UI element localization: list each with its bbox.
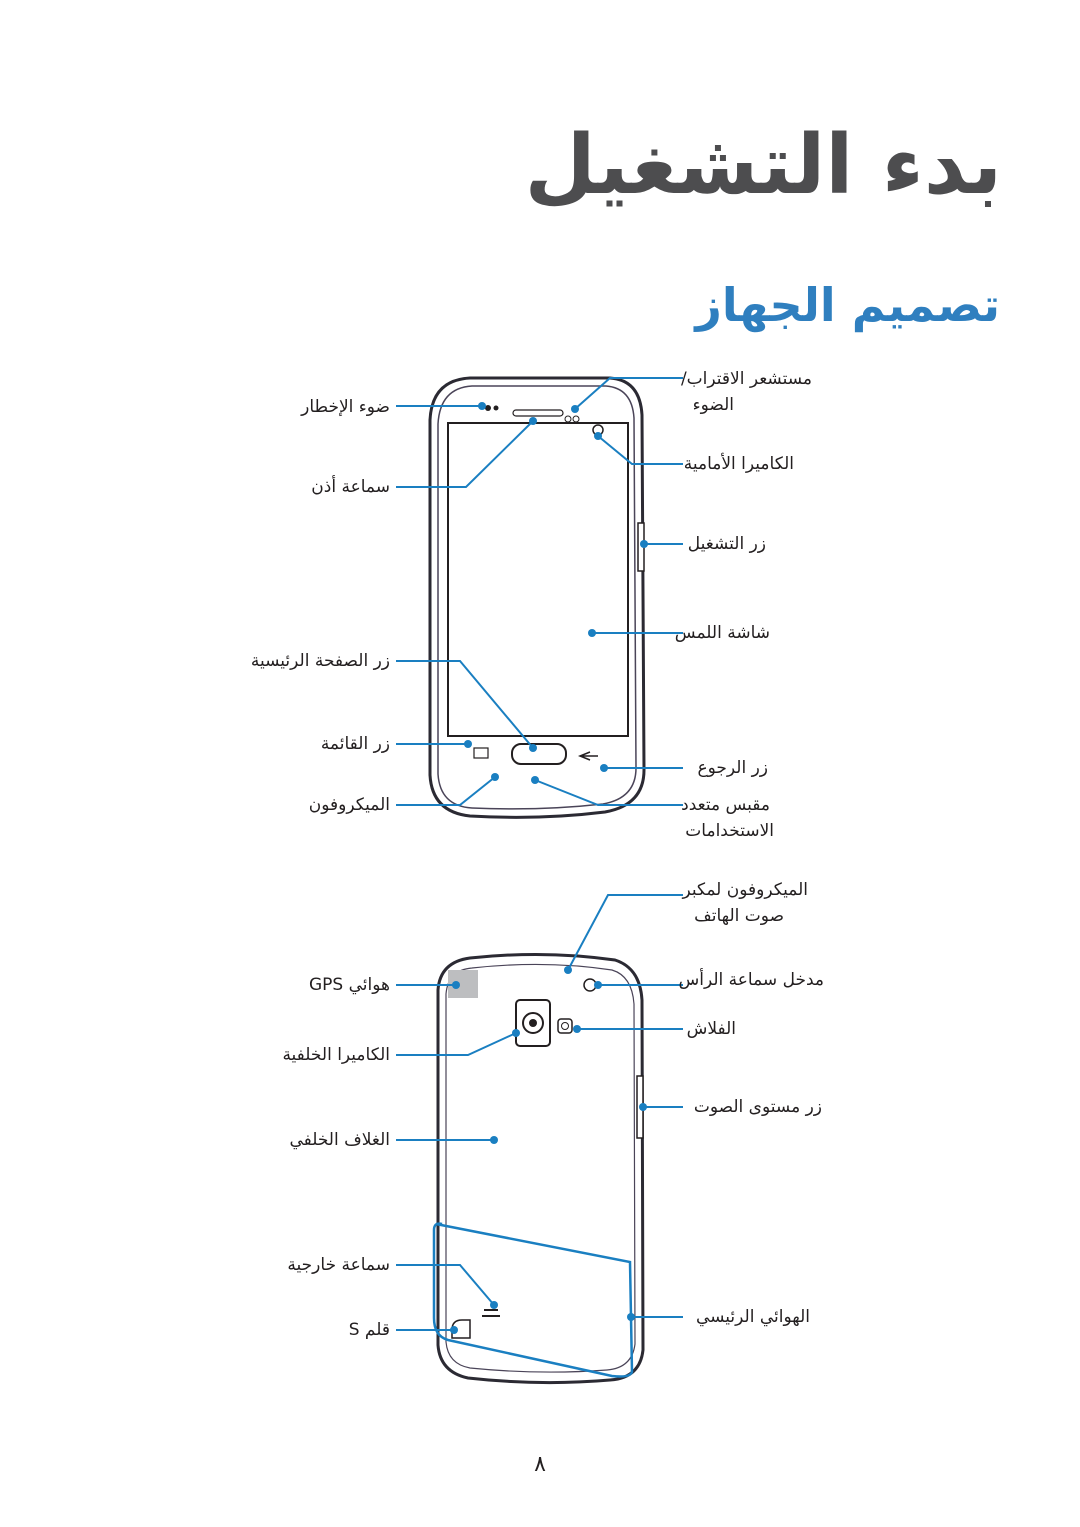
- section-title: تصميم الجهاز: [695, 278, 1000, 332]
- front-callout-dots: [464, 402, 648, 784]
- label-flash: الفلاش: [686, 1019, 736, 1039]
- front-phone-illustration: [428, 376, 646, 819]
- label-multipurpose-jack-line1: مقبس متعدد: [681, 795, 770, 815]
- label-touchscreen: شاشة اللمس: [674, 623, 770, 643]
- label-front-camera: الكاميرا الأمامية: [683, 454, 794, 474]
- front-callouts: [396, 377, 683, 806]
- label-main-antenna: الهوائي الرئيسي: [695, 1307, 810, 1327]
- label-multipurpose-jack-line2: الاستخدامات: [685, 821, 774, 841]
- label-microphone: الميكروفون: [308, 795, 390, 815]
- front-screen-frame: [447, 422, 629, 737]
- label-proximity-light-sensor-line1: مستشعر الاقتراب/: [680, 369, 812, 389]
- page-number: ٨: [534, 1452, 546, 1477]
- label-volume-key: زر مستوى الصوت: [693, 1097, 822, 1117]
- label-s-pen: قلم S: [348, 1320, 390, 1340]
- back-callouts: [396, 894, 683, 1331]
- label-power-key: زر التشغيل: [687, 534, 766, 554]
- label-speakerphone-mic-line2: صوت الهاتف: [694, 906, 784, 926]
- chapter-title: بدء التشغيل: [524, 118, 1002, 213]
- label-gps-antenna: هوائي GPS: [309, 975, 390, 995]
- label-notification-light: ضوء الإخطار: [301, 397, 390, 417]
- main-antenna-outline: [432, 1222, 634, 1378]
- label-back-cover: الغلاف الخلفي: [289, 1130, 390, 1150]
- label-speakerphone-mic-line1: الميكروفون لمكبر: [682, 880, 808, 900]
- label-speaker: سماعة خارجية: [287, 1255, 390, 1275]
- label-proximity-light-sensor-line2: الضوء: [692, 395, 734, 415]
- label-back-key: زر الرجوع: [697, 758, 768, 778]
- label-rear-camera: الكاميرا الخلفية: [282, 1045, 390, 1065]
- label-headset-jack: مدخل سماعة الرأس: [678, 970, 825, 990]
- label-earpiece: سماعة أذن: [311, 477, 390, 497]
- back-phone-illustration: [436, 952, 645, 1385]
- label-menu-key: زر القائمة: [320, 734, 390, 754]
- label-home-key: زر الصفحة الرئيسية: [250, 651, 390, 671]
- back-callout-dots: [450, 966, 647, 1334]
